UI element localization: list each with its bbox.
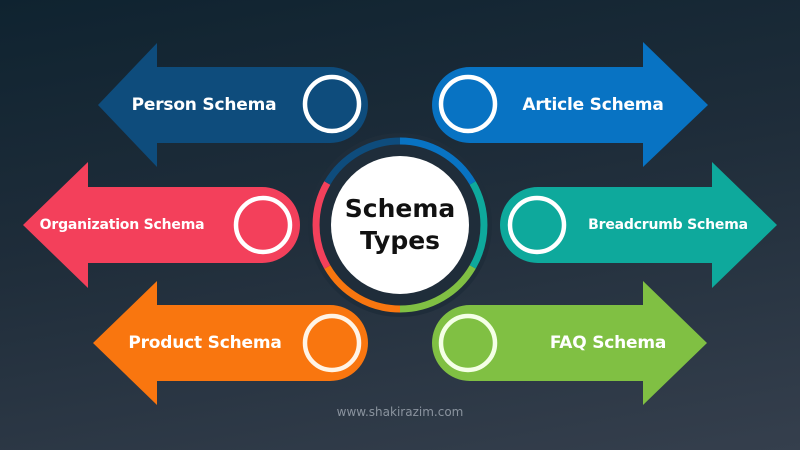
center-ring	[312, 137, 488, 313]
organization-schema-label: Organization Schema	[39, 217, 205, 233]
center-title-line1: Schema	[344, 194, 456, 223]
person-schema-circle-icon	[302, 74, 362, 134]
article-schema-circle-icon	[438, 74, 498, 134]
breadcrumb-schema-circle-icon	[507, 195, 567, 255]
product-schema-label: Product Schema	[128, 333, 282, 353]
product-schema-arrow	[93, 281, 368, 405]
person-schema-label: Person Schema	[131, 95, 277, 115]
center-title-line2: Types	[359, 226, 441, 255]
faq-schema-circle-icon	[438, 313, 498, 373]
breadcrumb-schema-label: Breadcrumb Schema	[588, 217, 748, 233]
article-schema-label: Article Schema	[522, 95, 664, 115]
faq-schema-label: FAQ Schema	[549, 333, 667, 353]
product-schema-circle-icon	[302, 313, 362, 373]
organization-schema-circle-icon	[233, 195, 293, 255]
person-schema-arrow	[98, 43, 368, 167]
organization-schema-arrow	[23, 162, 300, 288]
website-watermark: www.shakirazim.com	[336, 405, 464, 419]
faq-schema-arrow	[432, 281, 707, 405]
breadcrumb-schema-arrow	[500, 162, 777, 288]
article-schema-arrow	[432, 42, 708, 167]
center-circle	[331, 156, 469, 294]
center-title: Schema Types	[345, 193, 456, 257]
